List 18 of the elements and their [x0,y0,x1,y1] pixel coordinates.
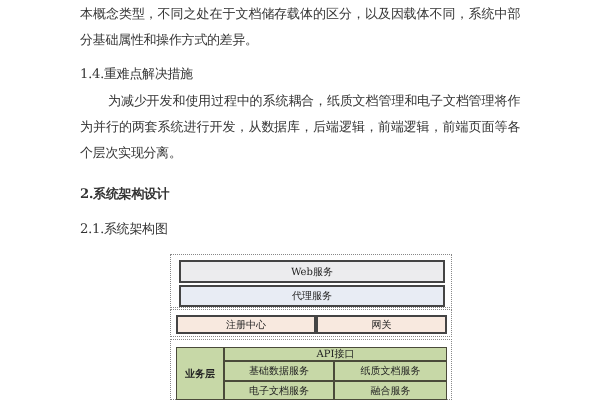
section-heading: 1.4.重难点解决措施 [80,66,194,84]
table-cell: API接口 [224,347,447,361]
service-box: 代理服务 [179,285,445,307]
section-heading: 2.系统架构设计 [80,186,170,204]
service-box: 网关 [316,315,447,334]
paragraph: 本概念类型，不同之处在于文档储存载体的区分，以及因载体不同，系统中部分基础属性和操作方式的差异。 [80,6,520,50]
table-cell: 融合服务 [334,381,447,400]
table-cell: 基础数据服务 [224,361,334,381]
layer-frame [170,309,452,337]
service-box: Web服务 [179,260,445,283]
table-cell: 纸质文档服务 [334,361,447,381]
table-cell: 电子文档服务 [224,381,334,400]
section-heading: 2.1.系统架构图 [80,221,168,239]
layer-frame [170,339,452,400]
paragraph: 为减少开发和使用过程中的系统耦合，纸质文档管理和电子文档管理将作为并行的两套系统进行开发，从数据库，后端逻辑，前端逻辑，前端页面等各个层次实现分离。 [80,93,520,163]
layer-frame [170,254,452,308]
table-cell: 业务层 [176,347,224,400]
service-box: 注册中心 [176,315,316,334]
